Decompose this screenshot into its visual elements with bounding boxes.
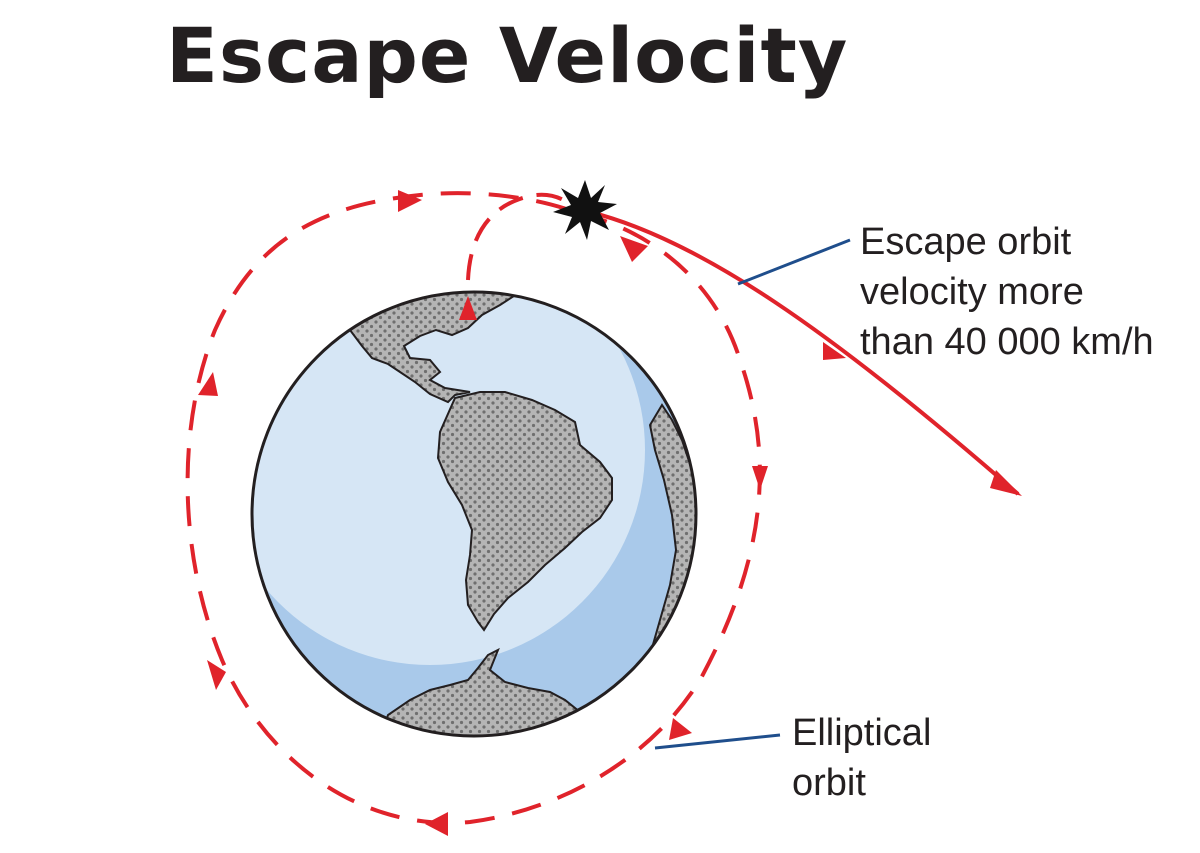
elliptical-orbit-path [185, 191, 762, 825]
escape-orbit-label-line-2: velocity more [860, 271, 1084, 313]
escape-orbit-label-line-1: Escape orbit [860, 221, 1072, 263]
south-america-landmass [436, 391, 613, 632]
elliptical-orbit-label-line-1: Elliptical [792, 712, 931, 754]
elliptical-orbit-leader-line [654, 733, 781, 750]
diagram-title: Escape Velocity [166, 11, 849, 100]
escape-orbit-leader-line [737, 238, 851, 286]
earth-globe-icon [250, 290, 698, 738]
elliptical-orbit-label: Elliptical orbit [792, 712, 942, 804]
explosion-star-icon [553, 180, 617, 240]
launch-trajectory-path [459, 192, 582, 320]
escape-trajectory-path [589, 210, 1022, 496]
antarctica-landmass [378, 647, 592, 736]
escape-orbit-label: Escape orbit velocity more than 40 000 k… [860, 221, 1154, 363]
escape-orbit-label-line-3: than 40 000 km/h [860, 321, 1154, 363]
elliptical-orbit-label-line-2: orbit [792, 762, 866, 804]
orbit-direction-arrows [198, 190, 768, 836]
